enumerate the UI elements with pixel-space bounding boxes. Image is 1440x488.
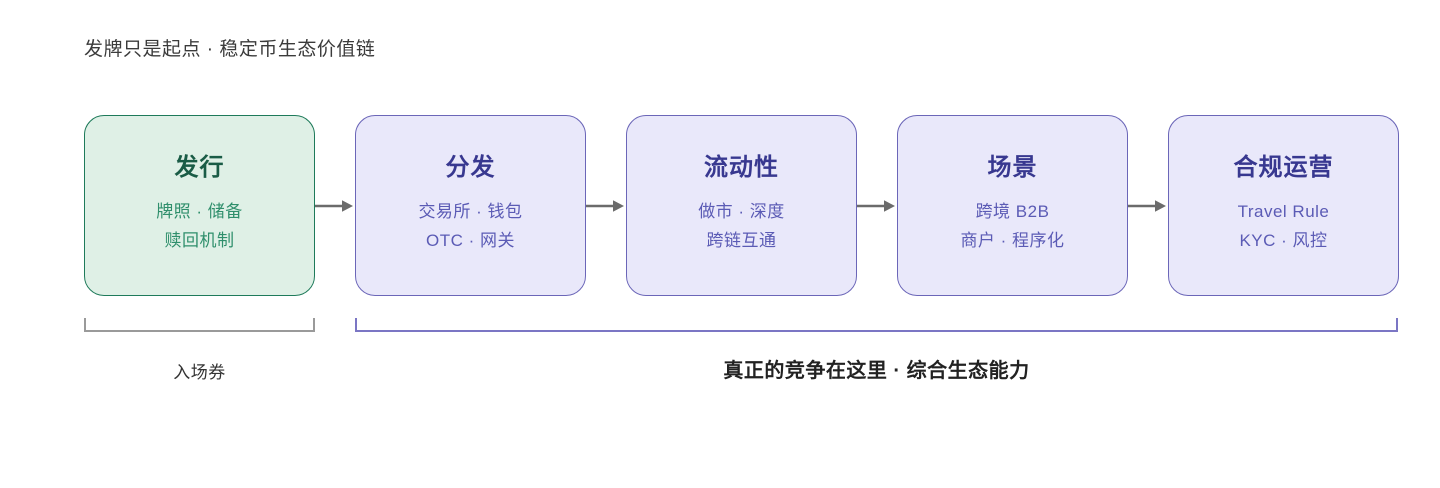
bracket-compete: [355, 318, 1398, 332]
stage-title-distribution: 分发: [445, 154, 496, 182]
bracket-label-entry: 入场券: [173, 363, 226, 382]
stage-title-scenarios: 场景: [987, 154, 1038, 182]
stage-subtitle-issuance: 牌照 · 储备 赎回机制: [156, 198, 243, 254]
bracket-label-compete: 真正的竞争在这里 · 综合生态能力: [723, 360, 1030, 382]
page-title: 发牌只是起点 · 稳定币生态价值链: [84, 39, 376, 60]
stage-box-compliance[interactable]: 合规运营 Travel Rule KYC · 风控: [1168, 115, 1399, 296]
stage-subtitle-distribution: 交易所 · 钱包 OTC · 网关: [418, 198, 522, 254]
stage-subtitle-line: 跨境 B2B: [975, 202, 1050, 222]
stage-subtitle-compliance: Travel Rule KYC · 风控: [1238, 198, 1330, 254]
arrow-right-icon: [315, 196, 355, 216]
stage-title-liquidity: 流动性: [704, 154, 779, 182]
bracket-entry: [84, 318, 315, 332]
stage-title-compliance: 合规运营: [1233, 154, 1334, 182]
stage-title-issuance: 发行: [174, 154, 225, 182]
stage-subtitle-line: 交易所 · 钱包: [418, 202, 523, 222]
stage-subtitle-line: 做市 · 深度: [698, 202, 785, 222]
stage-box-liquidity[interactable]: 流动性 做市 · 深度 跨链互通: [626, 115, 857, 296]
stage-subtitle-line: OTC · 网关: [425, 230, 515, 250]
stage-subtitle-line: 赎回机制: [164, 230, 235, 250]
arrow-right-icon: [1128, 196, 1168, 216]
stage-box-distribution[interactable]: 分发 交易所 · 钱包 OTC · 网关: [355, 115, 586, 296]
stage-subtitle-line: KYC · 风控: [1239, 230, 1328, 250]
arrow-right-icon: [586, 196, 626, 216]
stage-subtitle-scenarios: 跨境 B2B 商户 · 程序化: [960, 198, 1064, 254]
stage-box-scenarios[interactable]: 场景 跨境 B2B 商户 · 程序化: [897, 115, 1128, 296]
stage-subtitle-line: 牌照 · 储备: [156, 202, 243, 222]
arrow-right-icon: [857, 196, 897, 216]
stage-box-issuance[interactable]: 发行 牌照 · 储备 赎回机制: [84, 115, 315, 296]
stage-subtitle-line: Travel Rule: [1237, 202, 1330, 222]
stage-subtitle-line: 商户 · 程序化: [960, 230, 1065, 250]
value-chain-row: 发行 牌照 · 储备 赎回机制 分发 交易所 · 钱包 OTC · 网关: [84, 115, 1399, 296]
stage-subtitle-line: 跨链互通: [706, 230, 777, 250]
stage-subtitle-liquidity: 做市 · 深度 跨链互通: [698, 198, 785, 254]
